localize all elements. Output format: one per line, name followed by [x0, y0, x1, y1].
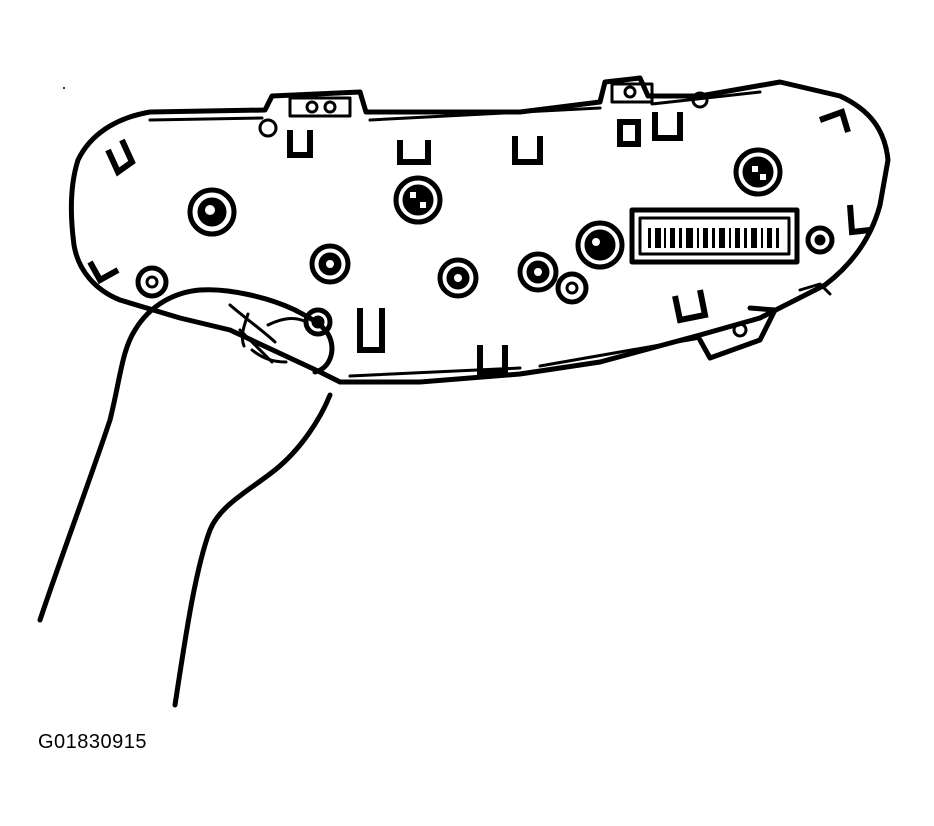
- bulb-socket: [187, 187, 237, 237]
- top-mounting-tabs: [258, 82, 709, 138]
- retaining-clips: [87, 108, 871, 375]
- lower-bracket: [697, 282, 832, 361]
- hand: [37, 287, 335, 708]
- bulb-socket: [733, 147, 783, 197]
- instrument-cluster-housing: [68, 75, 891, 385]
- bulb-socket: [309, 243, 351, 285]
- bulb-socket: [517, 251, 559, 293]
- figure-id-label: G01830915: [38, 731, 148, 753]
- stray-mark: [63, 87, 65, 89]
- mounting-hole: [805, 225, 835, 255]
- bulb-socket: [437, 257, 479, 299]
- mounting-hole: [555, 271, 589, 305]
- bulb-sockets: [135, 147, 835, 337]
- bulb-socket: [575, 220, 625, 270]
- barcode-label: [629, 207, 800, 265]
- bulb-socket: [393, 175, 443, 225]
- mounting-hole: [135, 265, 169, 299]
